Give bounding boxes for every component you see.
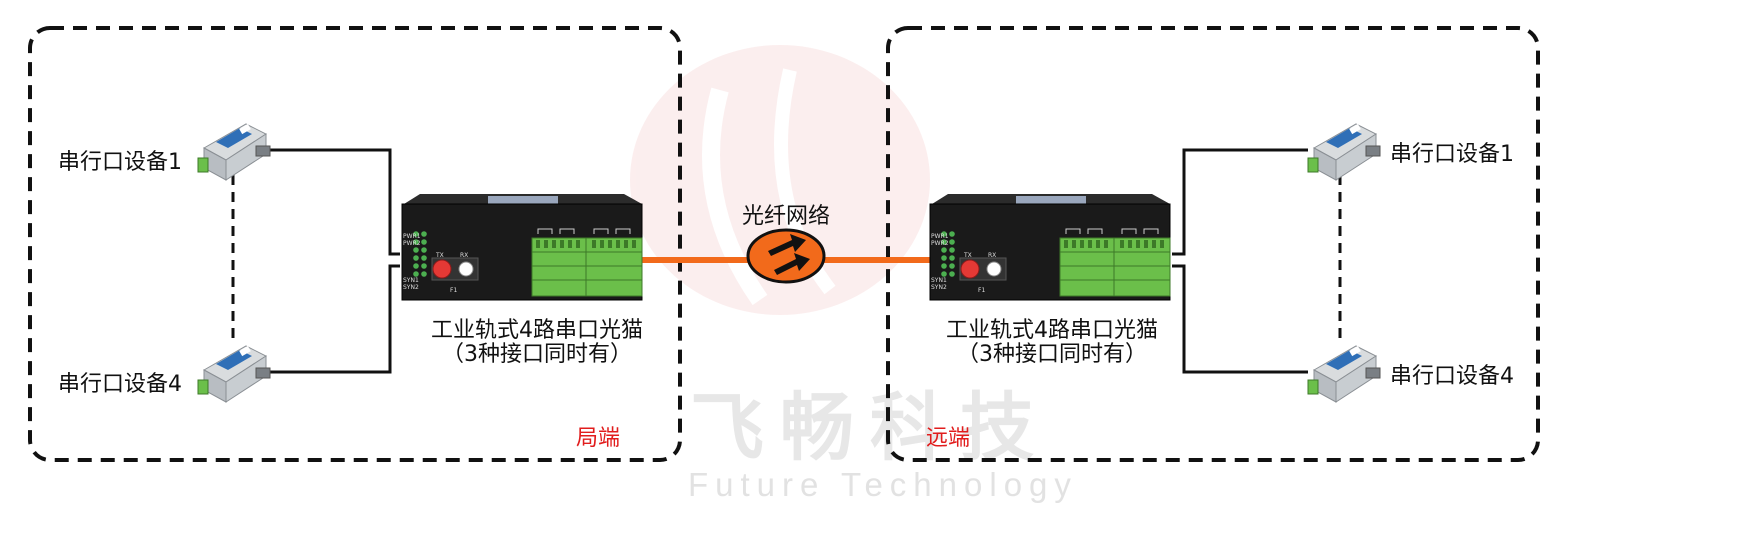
left-converter-icon bbox=[401, 193, 643, 301]
fiber-network-icon bbox=[746, 228, 826, 284]
right-wiring bbox=[1172, 148, 1308, 374]
left-port-tx-label: TX bbox=[435, 252, 444, 259]
left-led-label-syn2: SYN2 bbox=[403, 284, 419, 291]
watermark-brand-cn: 飞畅科技 bbox=[690, 385, 1050, 471]
right-led-label-pwr1: PWR1 bbox=[931, 233, 949, 240]
left-device-1-label: 串行口设备1 bbox=[58, 150, 182, 175]
left-serial-device-4-icon bbox=[197, 345, 271, 403]
right-device-4-label: 串行口设备4 bbox=[1390, 364, 1514, 389]
left-device-4-label: 串行口设备4 bbox=[58, 372, 182, 397]
left-converter-subtitle: （3种接口同时有） bbox=[442, 342, 632, 367]
watermark-emblem bbox=[630, 45, 930, 315]
left-converter-title: 工业轨式4路串口光猫 bbox=[431, 318, 643, 343]
right-port-tx-label: TX bbox=[963, 252, 972, 259]
left-port-rx-label: RX bbox=[460, 252, 468, 259]
right-serial-device-1-icon bbox=[1307, 123, 1381, 181]
right-converter-subtitle: （3种接口同时有） bbox=[957, 342, 1147, 367]
left-led-label-syn1: SYN1 bbox=[403, 277, 419, 284]
network-label: 光纤网络 bbox=[741, 204, 831, 229]
right-led-label-syn1: SYN1 bbox=[931, 277, 947, 284]
right-site-label: 远端 bbox=[926, 426, 971, 451]
left-site-label: 局端 bbox=[576, 426, 621, 451]
left-port-id-label: F1 bbox=[450, 287, 457, 294]
right-serial-device-4-icon bbox=[1307, 345, 1381, 403]
remote-site-frame bbox=[886, 26, 1540, 462]
right-converter-title: 工业轨式4路串口光猫 bbox=[946, 318, 1158, 343]
watermark-brand-en: Future Technology bbox=[688, 466, 1078, 503]
right-converter-icon bbox=[929, 193, 1171, 301]
right-device-1-label: 串行口设备1 bbox=[1390, 142, 1514, 167]
left-serial-device-1-icon bbox=[197, 123, 271, 181]
left-wiring bbox=[268, 148, 400, 374]
local-site-frame bbox=[28, 26, 682, 462]
left-led-label-pwr2: PWR2 bbox=[403, 240, 421, 247]
right-led-label-pwr2: PWR2 bbox=[931, 240, 949, 247]
right-led-label-syn2: SYN2 bbox=[931, 284, 947, 291]
right-port-id-label: F1 bbox=[978, 287, 985, 294]
left-led-label-pwr1: PWR1 bbox=[403, 233, 421, 240]
right-port-rx-label: RX bbox=[988, 252, 996, 259]
